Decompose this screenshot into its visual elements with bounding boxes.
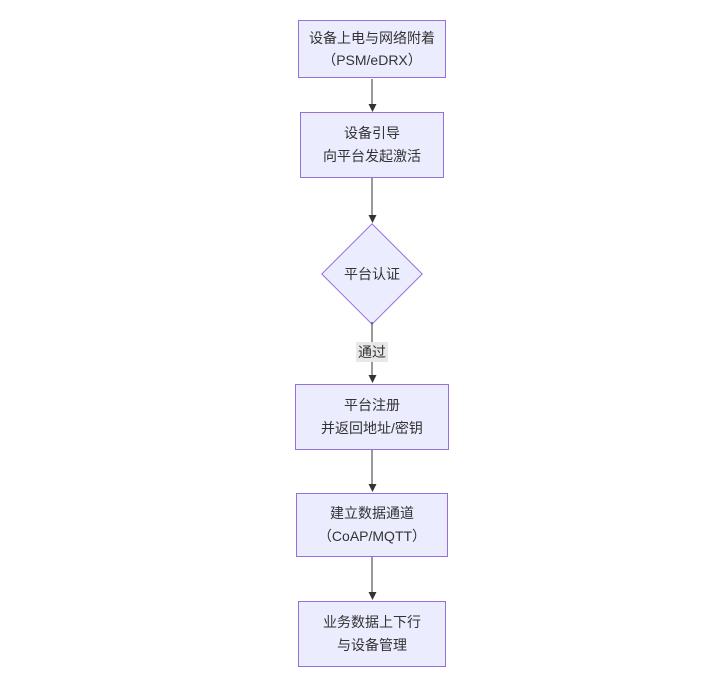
arrowhead-down-icon bbox=[368, 375, 376, 383]
node-text-line: 设备引导 bbox=[344, 125, 400, 141]
node-text-line: 与设备管理 bbox=[337, 637, 407, 653]
node-text-line: （PSM/eDRX） bbox=[322, 52, 422, 68]
node-text-line: 并返回地址/密钥 bbox=[321, 420, 423, 436]
node-text-line: 建立数据通道 bbox=[330, 505, 414, 521]
node-platform-register: 平台注册 并返回地址/密钥 bbox=[295, 384, 449, 450]
edge-label-pass: 通过 bbox=[356, 342, 388, 362]
node-text-line: （CoAP/MQTT） bbox=[317, 528, 427, 544]
node-text-line: 向平台发起激活 bbox=[323, 148, 421, 164]
node-power-on-attach: 设备上电与网络附着 （PSM/eDRX） bbox=[298, 20, 446, 78]
arrowhead-down-icon bbox=[368, 104, 376, 112]
node-platform-auth: 平台认证 bbox=[320, 222, 424, 326]
node-text-line: 设备上电与网络附着 bbox=[309, 30, 435, 46]
edge-power-to-bootstrap bbox=[368, 79, 377, 112]
node-text-line: 平台注册 bbox=[344, 397, 400, 413]
edge-channel-to-business bbox=[368, 557, 377, 600]
node-text-line: 平台认证 bbox=[344, 266, 400, 282]
edge-line bbox=[371, 79, 373, 104]
edge-register-to-channel bbox=[368, 450, 377, 492]
edge-line bbox=[371, 557, 373, 592]
arrowhead-down-icon bbox=[368, 592, 376, 600]
node-text-line: 业务数据上下行 bbox=[323, 614, 421, 630]
edge-line bbox=[371, 450, 373, 484]
edge-line bbox=[371, 178, 373, 215]
node-data-channel: 建立数据通道 （CoAP/MQTT） bbox=[296, 493, 448, 557]
edge-bootstrap-to-auth bbox=[368, 178, 377, 223]
arrowhead-down-icon bbox=[368, 215, 376, 223]
node-bootstrap: 设备引导 向平台发起激活 bbox=[300, 112, 444, 178]
node-business-data: 业务数据上下行 与设备管理 bbox=[298, 601, 446, 667]
arrowhead-down-icon bbox=[368, 484, 376, 492]
